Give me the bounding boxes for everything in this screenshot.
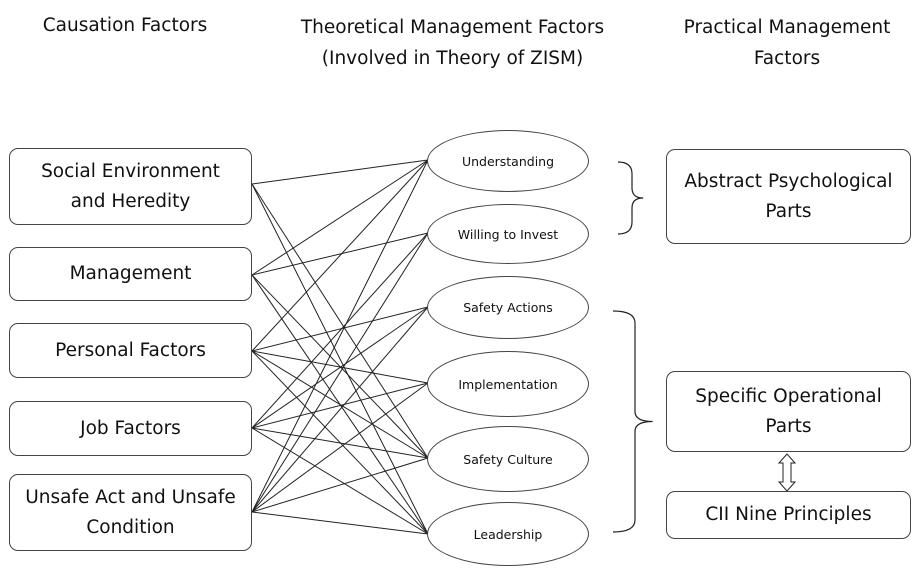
practical-box-cii-nine-principles: CII Nine Principles [666, 491, 911, 539]
causation-to-theory-link [251, 382, 429, 429]
causation-to-theory-link [251, 457, 429, 513]
theory-label: Willing to Invest [457, 226, 559, 242]
theory-ellipse-leadership: Leadership [427, 502, 589, 566]
causation-label-line: Management [69, 263, 192, 284]
causation-label-line: Unsafe Act and Unsafe [25, 486, 236, 508]
causation-box-management: Management [9, 247, 252, 301]
causation-to-theory-link [251, 159, 429, 352]
causation-to-theory-link [251, 511, 429, 535]
header-theoretical-line-1: Theoretical Management Factors [300, 17, 605, 38]
theory-label: Safety Actions [463, 300, 553, 315]
causation-box-personal-factors: Personal Factors [9, 323, 252, 378]
causation-to-theory-link [251, 183, 429, 459]
causation-to-theory-link [251, 306, 429, 429]
causation-to-theory-link [251, 306, 429, 513]
brace-specific [612, 310, 653, 533]
causation-label-line: Job Factors [80, 417, 181, 439]
header-practical-management-factors: Practical Management Factors [667, 12, 907, 74]
causation-to-theory-link [251, 232, 429, 429]
theory-ellipse-safety-culture: Safety Culture [427, 426, 589, 492]
causation-to-theory-link [251, 159, 429, 276]
causation-to-theory-link [251, 232, 429, 276]
causation-box-social-environment: Social Environment and Heredity [9, 148, 252, 225]
causation-to-theory-link [251, 427, 429, 535]
header-practical-line-1: Practical Management [683, 17, 891, 38]
brace-abstract [617, 161, 644, 235]
header-causation-factors: Causation Factors [10, 10, 240, 41]
causation-to-theory-link [251, 306, 429, 352]
causation-label-line: Personal Factors [55, 339, 206, 361]
practical-label-line: Parts [765, 415, 812, 437]
causation-to-theory-link [251, 159, 429, 185]
causation-label-line: Condition [86, 516, 175, 538]
causation-label-line: Social Environment [41, 160, 220, 182]
causation-to-theory-link [251, 183, 429, 535]
theory-ellipse-implementation: Implementation [427, 351, 589, 417]
practical-box-specific-operational: Specific Operational Parts [666, 371, 911, 452]
theory-ellipse-understanding: Understanding [427, 130, 589, 192]
theory-label: Implementation [458, 376, 558, 392]
causation-to-theory-link [251, 232, 429, 513]
header-causation-line-1: Causation Factors [42, 15, 208, 36]
practical-label-line: Abstract Psychological [684, 170, 893, 192]
causation-to-theory-link [251, 382, 429, 513]
causation-to-theory-link [251, 427, 429, 459]
double-arrow-icon [777, 453, 797, 492]
theory-label: Understanding [461, 153, 555, 169]
practical-box-abstract-psychological: Abstract Psychological Parts [666, 149, 911, 244]
causation-box-unsafe-act-condition: Unsafe Act and Unsafe Condition [9, 474, 252, 551]
practical-label-line: Specific Operational [695, 385, 882, 407]
theory-label: Safety Culture [463, 451, 553, 467]
practical-label-line: CII Nine Principles [705, 504, 872, 525]
theory-ellipse-willing-to-invest: Willing to Invest [427, 204, 589, 264]
causation-box-job-factors: Job Factors [9, 401, 252, 456]
causation-label-line: and Heredity [70, 190, 191, 212]
theory-label: Leadership [473, 526, 543, 542]
practical-label-line: Parts [765, 200, 812, 222]
header-theoretical-management-factors: Theoretical Management Factors (Involved… [290, 12, 615, 74]
causation-to-theory-link [251, 350, 429, 459]
theory-ellipse-safety-actions: Safety Actions [427, 276, 589, 339]
header-practical-line-2: Factors [753, 48, 821, 69]
causation-to-theory-link [251, 159, 429, 513]
header-theoretical-line-2: (Involved in Theory of ZISM) [321, 48, 584, 69]
